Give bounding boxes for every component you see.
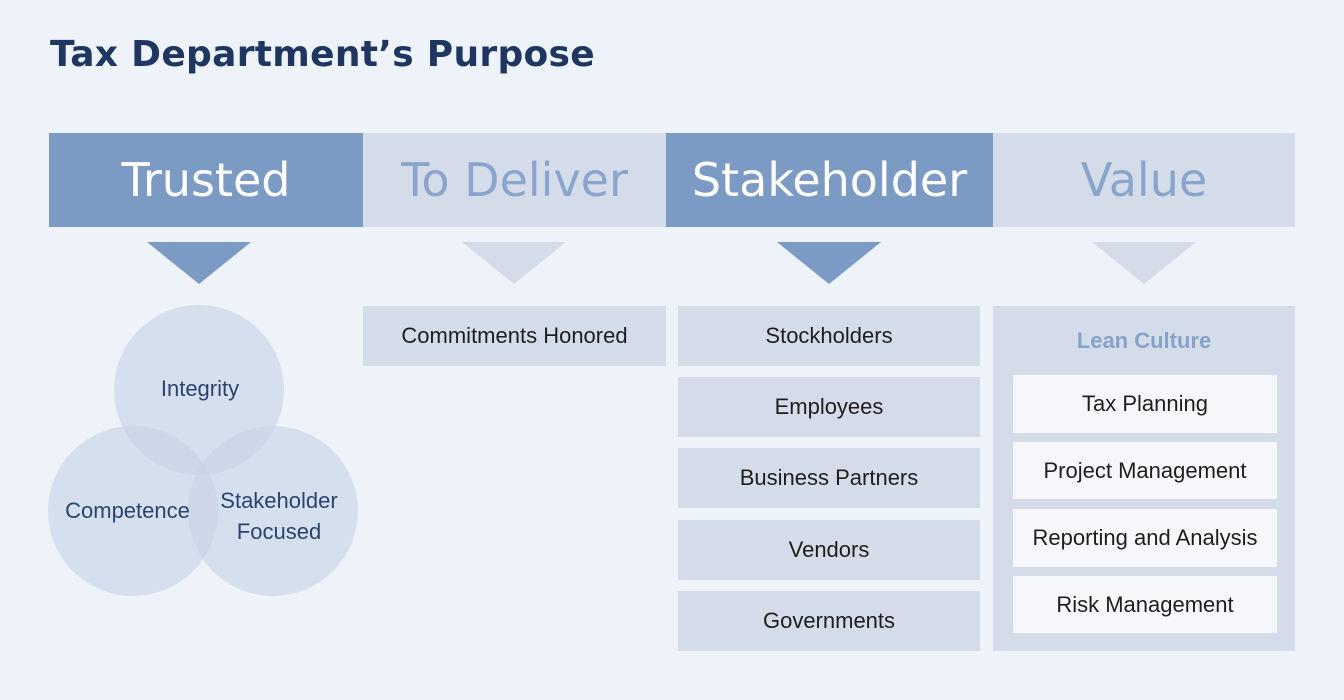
arrow-down-icon: [462, 242, 566, 284]
arrow-down-icon: [147, 242, 251, 284]
value-item-tax-planning: Tax Planning: [1013, 375, 1277, 433]
value-item-reporting-and-analysis: Reporting and Analysis: [1013, 509, 1277, 567]
pillar-value: Value: [993, 133, 1295, 227]
page-title: Tax Department’s Purpose: [50, 34, 596, 75]
venn-label-stakeholder-focused: Stakeholder Focused: [220, 488, 338, 544]
venn-circle-stakeholder-focused: [188, 426, 358, 596]
value-item-risk-management: Risk Management: [1013, 576, 1277, 633]
stakeholder-item-governments: Governments: [678, 591, 980, 651]
stakeholder-item-stockholders: Stockholders: [678, 306, 980, 366]
stakeholder-item-business-partners: Business Partners: [678, 448, 980, 508]
venn-diagram: [48, 305, 358, 596]
stakeholder-item-vendors: Vendors: [678, 520, 980, 580]
value-item-project-management: Project Management: [1013, 442, 1277, 499]
venn-label-integrity: Integrity: [160, 376, 240, 401]
pillar-stakeholder: Stakeholder: [666, 133, 993, 227]
venn-circle-competence: [48, 426, 218, 596]
arrow-down-icon: [1092, 242, 1196, 284]
pillar-trusted: Trusted: [49, 133, 363, 227]
arrow-down-icon: [777, 242, 881, 284]
pillar-to-deliver: To Deliver: [363, 133, 666, 227]
stakeholder-item-employees: Employees: [678, 377, 980, 437]
venn-label-competence: Competence: [65, 498, 190, 523]
deliver-item-commitments-honored: Commitments Honored: [363, 306, 666, 366]
value-panel-heading: Lean Culture: [1076, 328, 1212, 353]
